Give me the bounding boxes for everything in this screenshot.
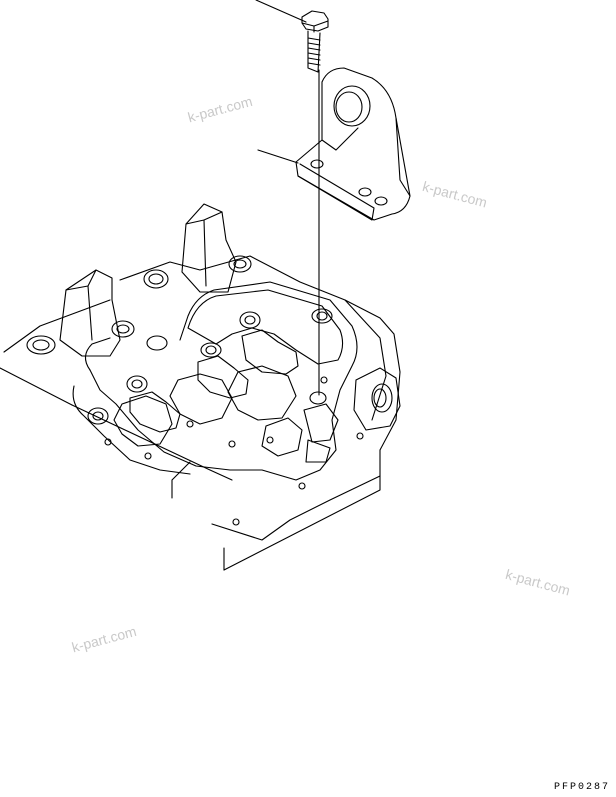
bolt [301, 10, 329, 73]
bracket-leader-line [257, 149, 299, 164]
drawing-code: PFP0287 [553, 782, 610, 793]
bolt-leader-line [255, 0, 307, 23]
lifting-bracket [295, 67, 411, 221]
cylinder-head [0, 203, 401, 571]
